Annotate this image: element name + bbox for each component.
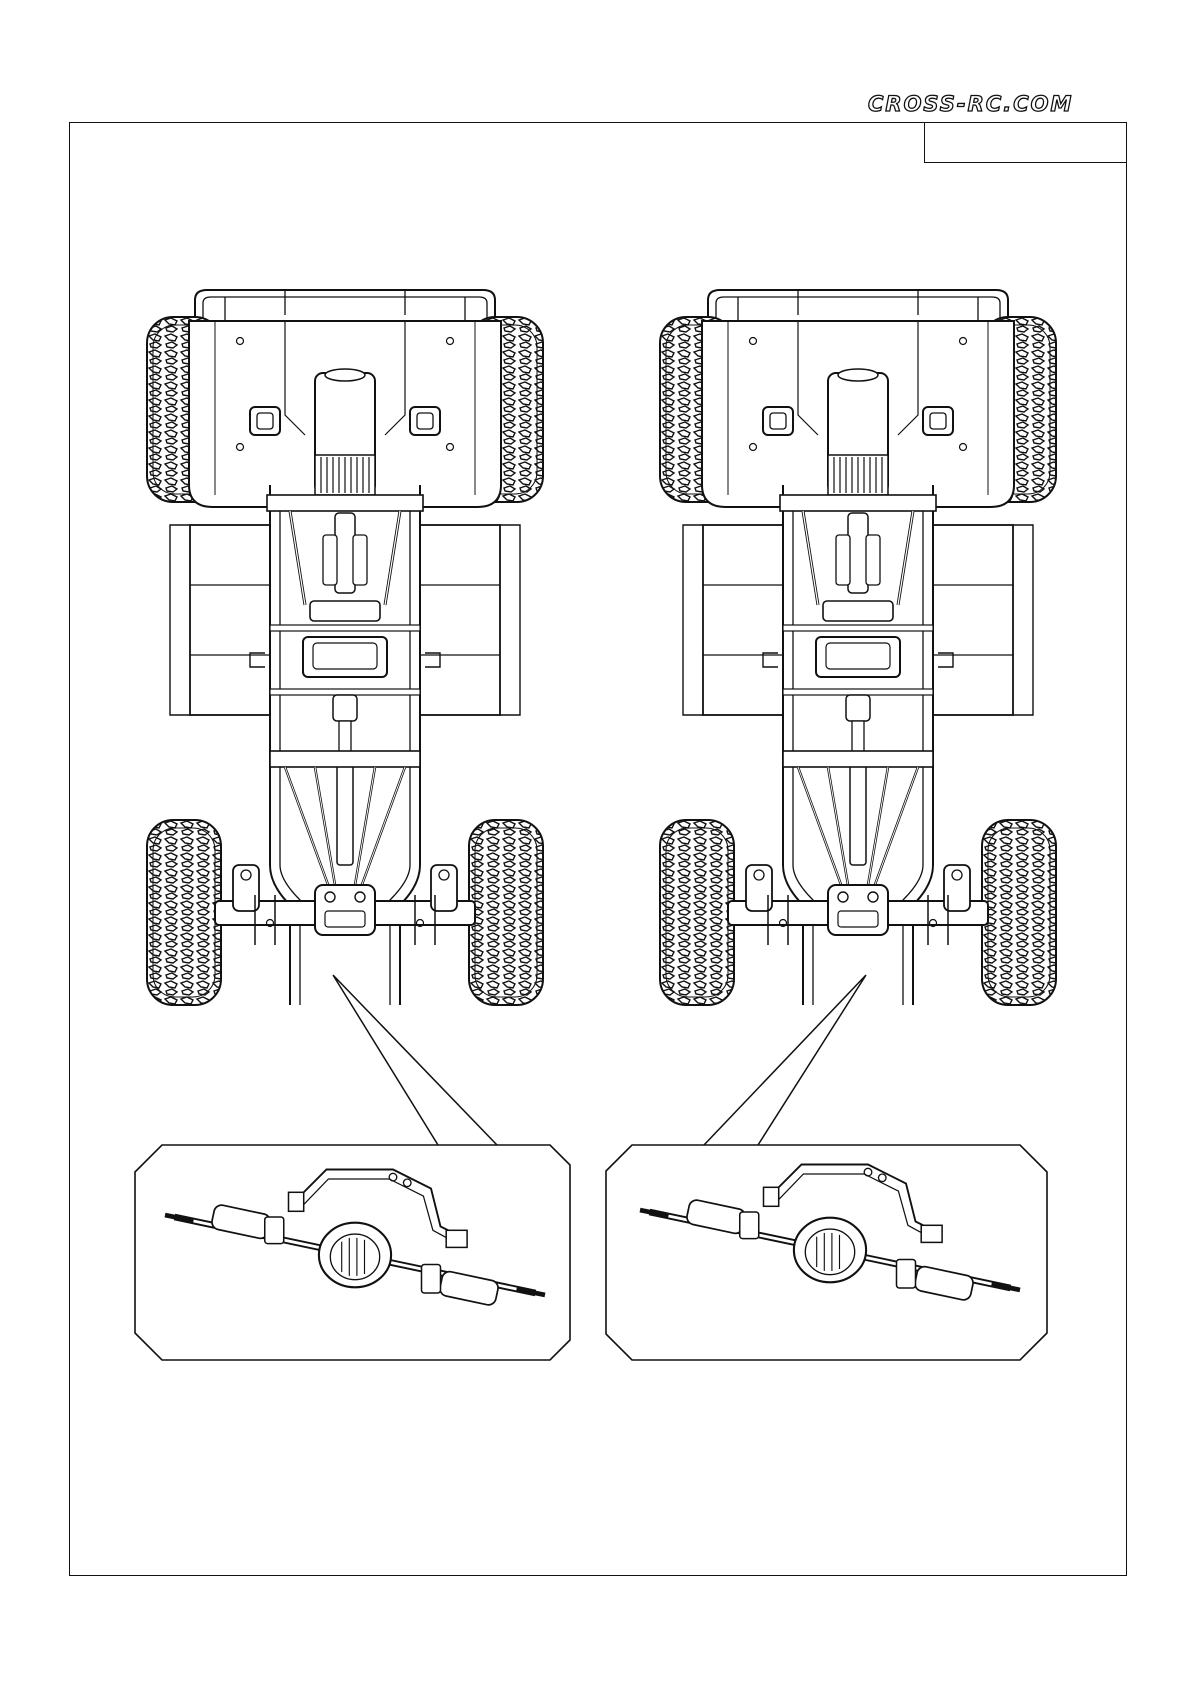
left-chassis-view [147, 290, 543, 1005]
rear-axle-mount-detail-left [135, 1145, 570, 1360]
callout-lines [333, 975, 866, 1145]
rear-axle-mount-detail-right [606, 1145, 1047, 1360]
right-chassis-view [660, 290, 1056, 1005]
